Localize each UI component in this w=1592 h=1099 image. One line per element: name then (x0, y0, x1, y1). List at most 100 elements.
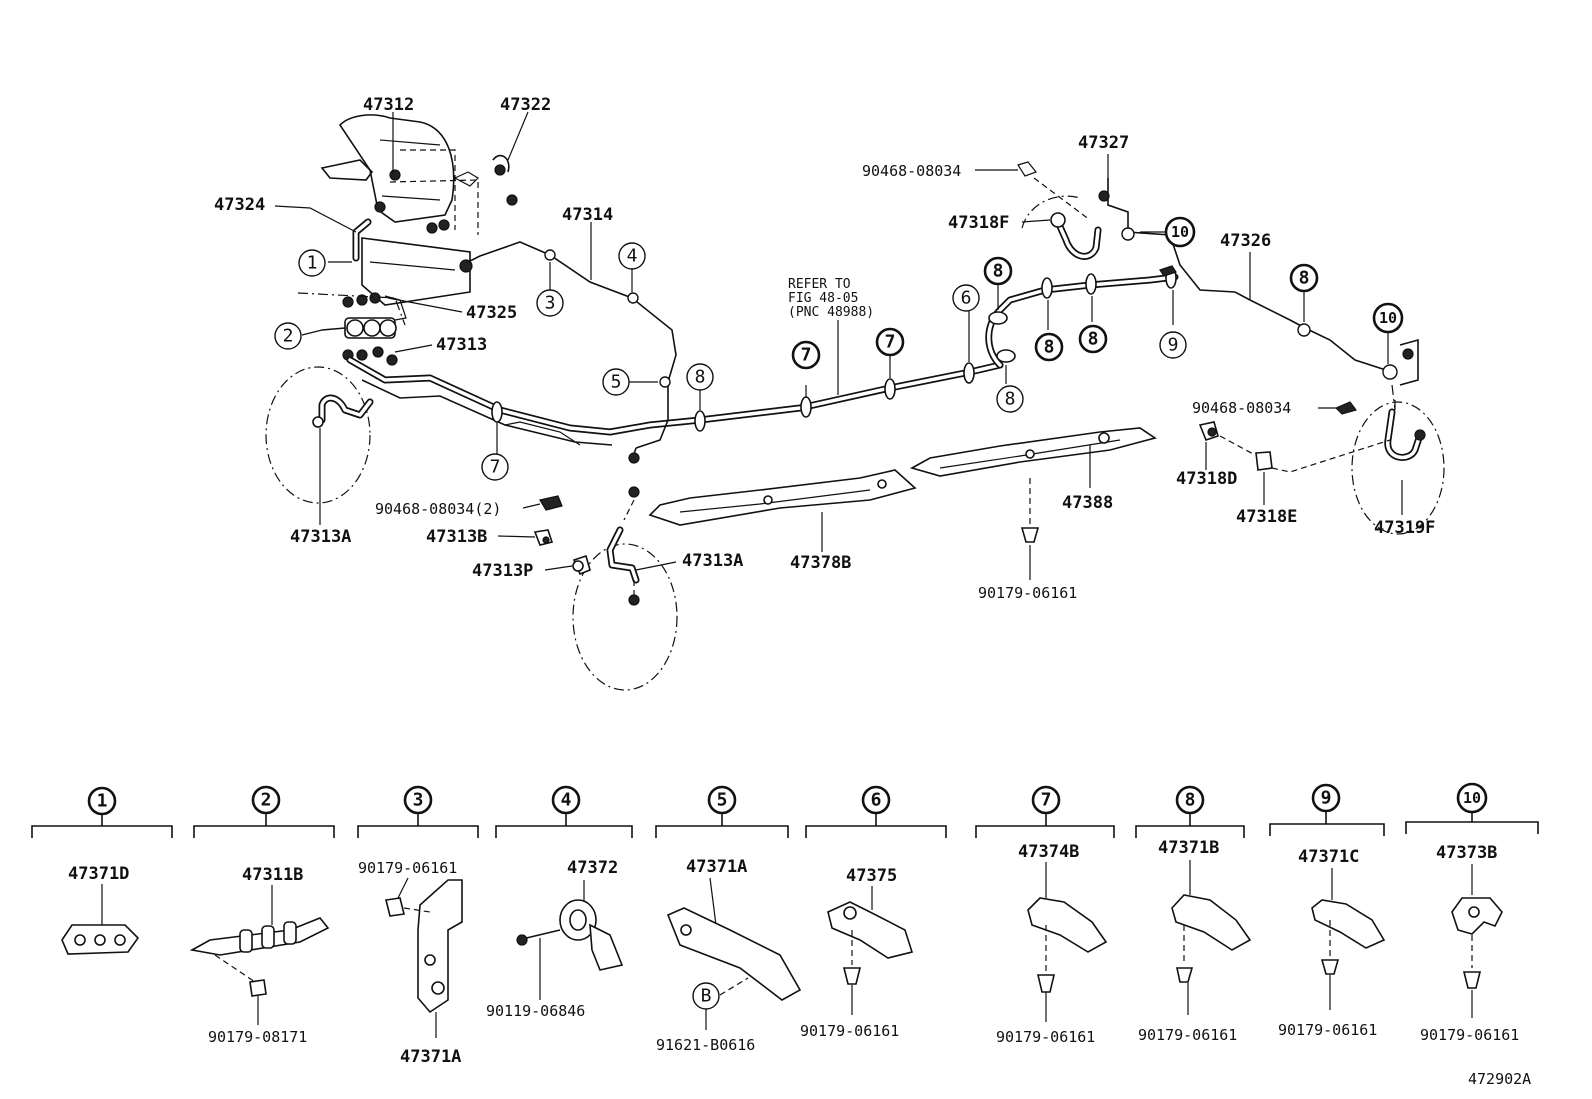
refer-note-line1: REFER TO (788, 277, 851, 292)
svg-text:90179-06161: 90179-06161 (1138, 1026, 1237, 1044)
detail-group-4: 4 47372 90119-06846 (486, 785, 633, 1020)
pipe-47314 (467, 241, 677, 449)
detail-group-8: 8 47371B 90179-06161 (1135, 785, 1252, 1044)
detail-group-1: 1 47371D (31, 786, 173, 955)
svg-text:10: 10 (1463, 789, 1481, 807)
callout-8: 8 (996, 385, 1024, 413)
svg-text:7: 7 (1041, 790, 1052, 811)
label-47388: 47388 (1062, 493, 1113, 513)
svg-text:1: 1 (307, 253, 318, 274)
label-47313P: 47313P (472, 561, 533, 581)
svg-text:90179-06161: 90179-06161 (1278, 1021, 1377, 1039)
svg-text:47371A: 47371A (400, 1047, 461, 1067)
svg-text:B: B (701, 986, 712, 1007)
callout-3: 3 (536, 289, 564, 317)
label-47314: 47314 (562, 205, 613, 225)
detail-group-2: 2 47311B 90179-08171 (189, 785, 335, 1046)
label-90468-08034-top: 90468-08034 (862, 162, 961, 180)
label-47327: 47327 (1078, 133, 1129, 153)
callout-8: 8 (686, 363, 714, 391)
svg-text:9: 9 (1168, 335, 1179, 356)
svg-text:3: 3 (545, 293, 556, 314)
label-90179-06161-floor: 90179-06161 (978, 584, 1077, 602)
callout-10: 10 (1372, 302, 1404, 334)
label-47325: 47325 (466, 303, 517, 323)
svg-text:8: 8 (1005, 389, 1016, 410)
svg-text:90179-06161: 90179-06161 (996, 1028, 1095, 1046)
detail-group-9: 9 47371C 90179-06161 (1269, 783, 1386, 1039)
label-47326: 47326 (1220, 231, 1271, 251)
svg-text:6: 6 (961, 288, 972, 309)
master-cylinder-assembly (297, 114, 518, 366)
svg-text:8: 8 (695, 367, 706, 388)
svg-text:90179-08171: 90179-08171 (208, 1028, 307, 1046)
detail-group-3: 3 90179-06161 47371A (357, 785, 479, 1067)
svg-text:3: 3 (413, 790, 424, 811)
label-47324: 47324 (214, 195, 265, 215)
label-47378B: 47378B (790, 553, 851, 573)
svg-text:8: 8 (1088, 329, 1099, 350)
label-47313B: 47313B (426, 527, 487, 547)
refer-note-line3: (PNC 48988) (788, 305, 874, 320)
svg-text:90179-06161: 90179-06161 (800, 1022, 899, 1040)
detail-group-5: 5 47371A B 91621-B0616 (655, 785, 802, 1054)
callout-4: 4 (618, 242, 646, 270)
callout-5: 5 (602, 368, 630, 396)
floor-brackets (648, 427, 1157, 543)
callout-1: 1 (298, 249, 326, 277)
callout-8: 8 (1078, 324, 1108, 354)
callout-7: 7 (875, 327, 905, 357)
callout-8: 8 (983, 256, 1013, 286)
callout-2: 2 (274, 322, 302, 350)
svg-text:47311B: 47311B (242, 865, 303, 885)
svg-text:47371C: 47371C (1298, 847, 1359, 867)
svg-text:8: 8 (1044, 337, 1055, 358)
figure-code: 472902A (1468, 1070, 1531, 1088)
svg-text:10: 10 (1171, 223, 1189, 241)
callout-8: 8 (1289, 263, 1319, 293)
label-47318D: 47318D (1176, 469, 1237, 489)
svg-text:7: 7 (490, 457, 501, 478)
label-47313A-left: 47313A (290, 527, 351, 547)
hose-47313A-center (572, 447, 678, 691)
svg-text:7: 7 (801, 345, 812, 366)
label-47319F: 47319F (1374, 518, 1435, 538)
svg-text:47373B: 47373B (1436, 843, 1497, 863)
svg-text:90179-06161: 90179-06161 (358, 859, 457, 877)
svg-text:2: 2 (283, 326, 294, 347)
svg-text:5: 5 (611, 372, 622, 393)
svg-text:2: 2 (261, 790, 272, 811)
label-47322: 47322 (500, 95, 551, 115)
callout-8: 8 (1034, 332, 1064, 362)
leader-lines (274, 111, 1403, 580)
label-90468-08034-2: 90468-08034(2) (375, 500, 501, 518)
svg-text:8: 8 (1185, 790, 1196, 811)
svg-text:47371B: 47371B (1158, 838, 1219, 858)
svg-text:4: 4 (627, 246, 638, 267)
refer-note-line2: FIG 48-05 (788, 291, 858, 306)
svg-text:47374B: 47374B (1018, 842, 1079, 862)
svg-text:47371D: 47371D (68, 864, 129, 884)
label-90468-08034-right: 90468-08034 (1192, 399, 1291, 417)
label-47318F: 47318F (948, 213, 1009, 233)
part-number-labels: 4 7 3 1 2 47322 47324 47314 47325 47313 4731… (214, 95, 1435, 602)
callout-9: 9 (1159, 331, 1187, 359)
detail-group-6: 6 47375 90179-06161 (800, 785, 947, 1040)
label-47318E: 47318E (1236, 507, 1297, 527)
detail-groups: 1 47371D 2 47311B 90179-08171 3 (31, 782, 1539, 1067)
label-47313: 47313 (436, 335, 487, 355)
svg-text:5: 5 (717, 790, 728, 811)
detail-group-10: 10 47373B 90179-06161 (1405, 782, 1539, 1044)
svg-text:6: 6 (871, 790, 882, 811)
svg-text:90119-06846: 90119-06846 (486, 1002, 585, 1020)
svg-text:10: 10 (1379, 309, 1397, 327)
callout-7: 7 (791, 340, 821, 370)
rear-pipe-assembly (975, 161, 1445, 535)
small-clip-parts-left (533, 495, 591, 576)
hose-47313A-left (265, 366, 374, 504)
main-brake-pipe (346, 265, 1179, 446)
svg-text:4: 4 (561, 790, 572, 811)
svg-text:91621-B0616: 91621-B0616 (656, 1036, 755, 1054)
callout-7: 7 (481, 453, 509, 481)
